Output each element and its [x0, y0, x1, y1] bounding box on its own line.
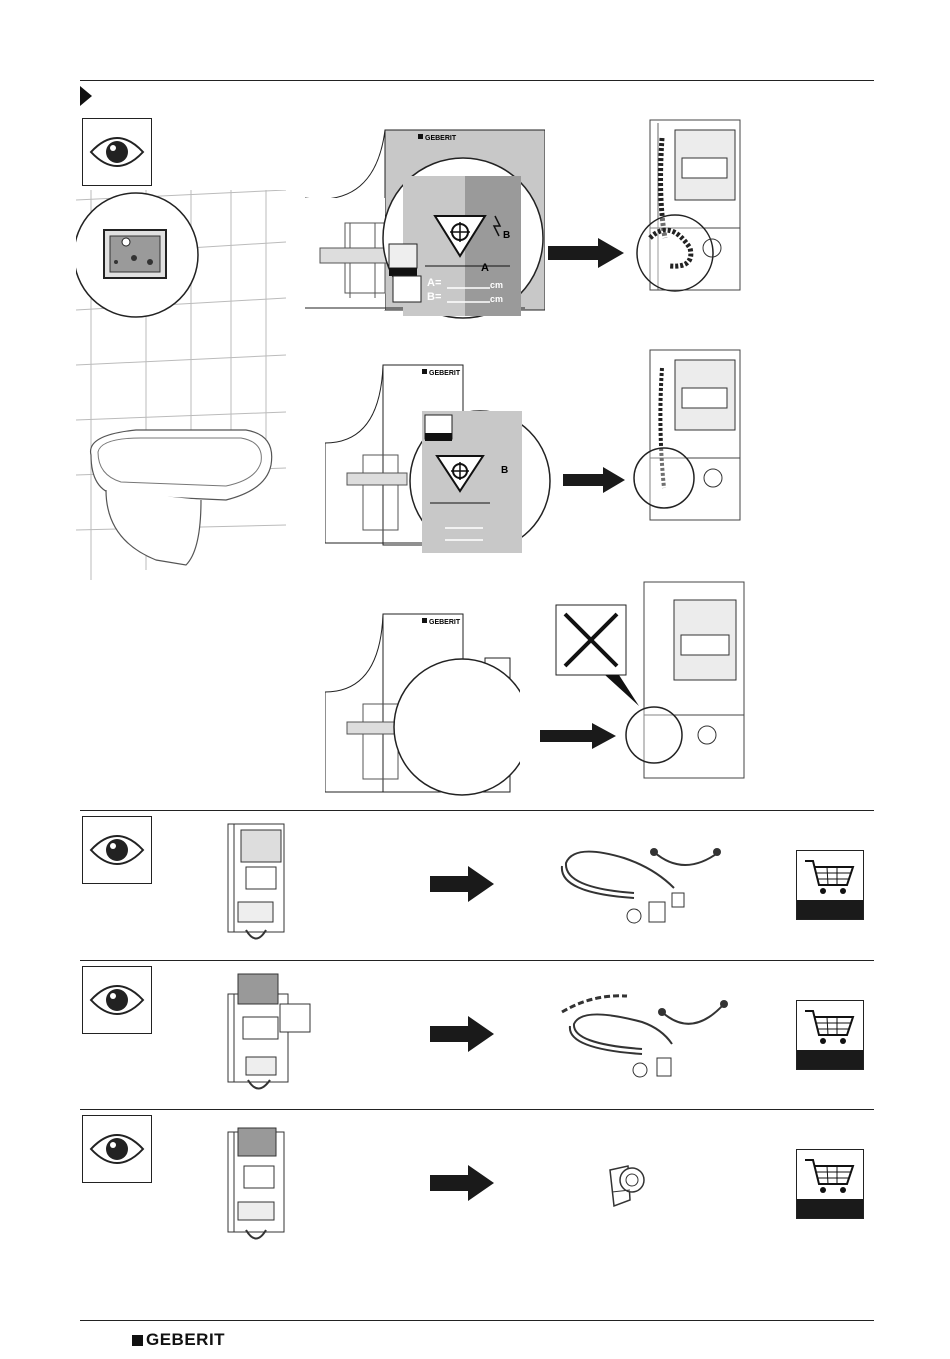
arrow-right-icon [430, 1016, 494, 1052]
dim-b-letter: B [501, 465, 508, 476]
geberit-logo: GEBERIT [132, 1330, 225, 1350]
eye-icon [83, 119, 151, 185]
label-logo-text: GEBERIT [429, 619, 461, 626]
connection-hoses-kit-1 [554, 838, 729, 930]
arrow-right-icon [430, 1165, 494, 1201]
field-b-unit: cm [490, 294, 503, 304]
connection-hoses-kit-2 [552, 984, 732, 1084]
scenario-1-cistern-result [630, 118, 750, 293]
top-rule [80, 80, 874, 81]
scenario-1-label-diagram: GEBERIT A B A= cm B= cm [305, 128, 545, 323]
shopping-cart-icon [797, 1150, 863, 1200]
eye-icon [83, 967, 151, 1033]
eye-icon [83, 817, 151, 883]
row-2-rule [80, 960, 874, 961]
installation-frame-product-3 [216, 1124, 292, 1246]
footer-rule [80, 1320, 874, 1321]
arrow-right-icon [540, 723, 616, 749]
scenario-3-cistern-result [622, 580, 750, 780]
installation-frame-product-1 [216, 822, 292, 944]
field-a-unit: cm [490, 280, 503, 290]
triangle-right-icon [80, 86, 92, 106]
scenario-3-label-diagram: GEBERIT [325, 612, 520, 797]
dim-b-letter: B [503, 230, 510, 241]
order-band [797, 1199, 863, 1218]
shopping-cart-icon [797, 1001, 863, 1051]
arrow-right-icon [563, 467, 625, 493]
inspect-box-top [82, 118, 152, 186]
order-band [797, 1050, 863, 1069]
inspect-box-row-2 [82, 966, 152, 1034]
row-3-rule [80, 1109, 874, 1110]
order-box-row-3[interactable] [796, 1149, 864, 1219]
angle-valve-fitting [604, 1160, 650, 1212]
order-box-row-2[interactable] [796, 1000, 864, 1070]
label-logo-text: GEBERIT [425, 135, 457, 142]
logo-square [132, 1335, 143, 1346]
field-a-label: A= [427, 277, 441, 289]
bathroom-toilet-illustration [76, 190, 286, 590]
inspect-box-row-3 [82, 1115, 152, 1183]
shopping-cart-icon [797, 851, 863, 901]
arrow-right-icon [430, 866, 494, 902]
order-band [797, 900, 863, 919]
label-logo-text: GEBERIT [429, 370, 461, 377]
row-1-rule [80, 810, 874, 811]
dim-a-letter: A [481, 262, 489, 274]
eye-icon [83, 1116, 151, 1182]
logo-text: GEBERIT [146, 1330, 225, 1350]
installation-frame-product-2 [218, 972, 318, 1094]
scenario-2-label-diagram: GEBERIT B [325, 363, 555, 563]
inspect-box-row-1 [82, 816, 152, 884]
arrow-right-icon [548, 238, 624, 268]
scenario-2-cistern-result [628, 348, 750, 523]
order-box-row-1[interactable] [796, 850, 864, 920]
field-b-label: B= [427, 291, 441, 303]
